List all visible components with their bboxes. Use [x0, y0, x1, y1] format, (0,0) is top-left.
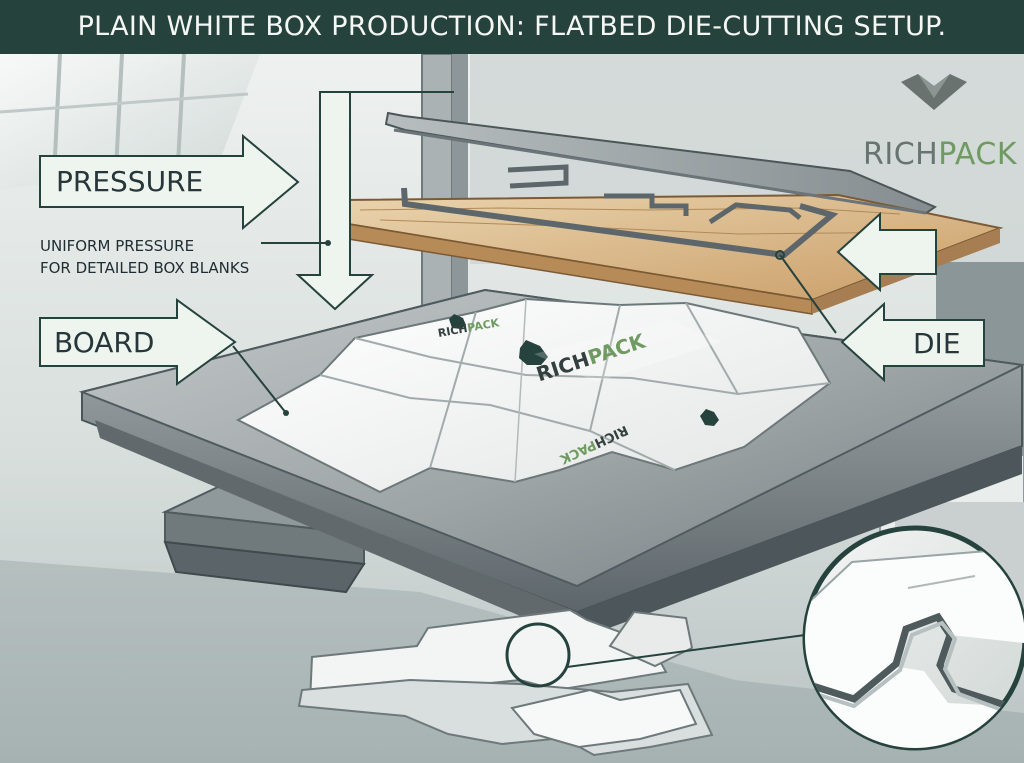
callout-lines — [232, 240, 837, 416]
die-bottom-arrow — [840, 301, 985, 383]
pressure-label: PRESSURE — [56, 165, 204, 198]
pressure-arrow — [39, 133, 300, 231]
richpack-heart-diamond-icon — [901, 74, 967, 110]
pressure-note-line-1: UNIFORM PRESSURE — [40, 237, 195, 255]
title-bar: PLAIN WHITE BOX PRODUCTION: FLATBED DIE-… — [0, 0, 1024, 54]
die-top-arrow — [836, 211, 937, 293]
die-label: DIE — [913, 327, 961, 360]
brand-logo — [901, 74, 967, 110]
die-cutting-illustration — [0, 54, 1024, 763]
diagram-title: PLAIN WHITE BOX PRODUCTION: FLATBED DIE-… — [77, 11, 947, 42]
detail-zoom-icon — [802, 525, 1024, 751]
scrap-pieces — [297, 608, 714, 757]
pressure-note-line-2: FOR DETAILED BOX BLANKS — [40, 259, 250, 277]
box-blank — [235, 297, 832, 494]
press-down-arrow — [295, 91, 454, 311]
bed-highlight — [534, 320, 722, 382]
magnifier-link — [505, 622, 806, 688]
board-arrow — [39, 298, 237, 386]
brand-wordmark-part-b: PACK — [938, 137, 1017, 172]
brand-wordmark-part-a: RICH — [863, 137, 939, 172]
board-label: BOARD — [54, 326, 155, 359]
pressure-note: UNIFORM PRESSURE FOR DETAILED BOX BLANKS — [40, 235, 255, 279]
brand-wordmark: RICHPACK — [863, 137, 1017, 172]
